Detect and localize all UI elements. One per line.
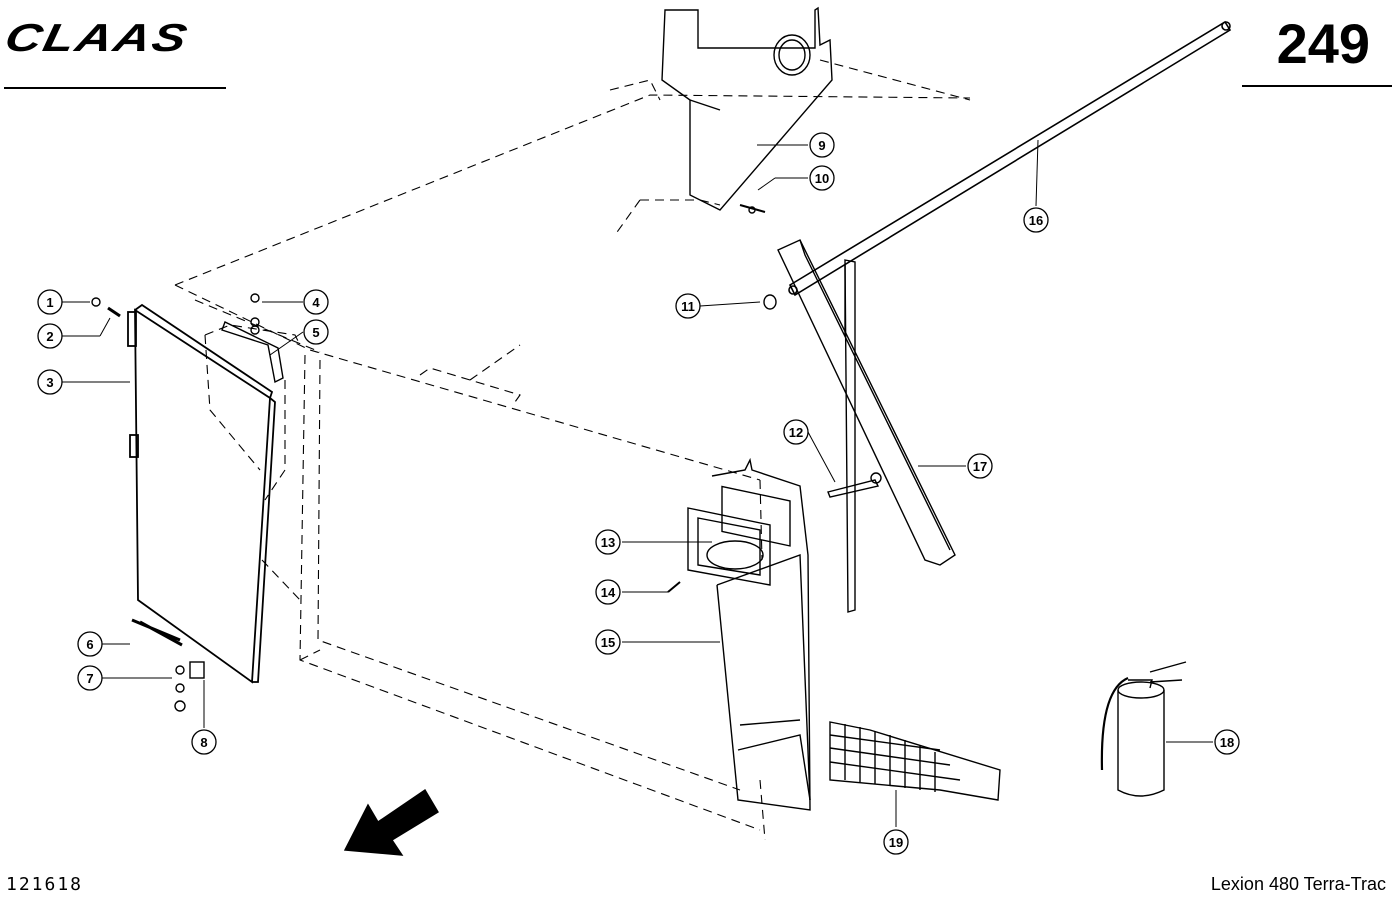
callout-5: 5 — [303, 319, 329, 345]
svg-text:18: 18 — [1220, 735, 1234, 750]
bolt-part — [250, 293, 260, 303]
svg-text:6: 6 — [86, 637, 93, 652]
svg-text:19: 19 — [889, 835, 903, 850]
callout-6: 6 — [77, 631, 103, 657]
callout-8: 8 — [191, 729, 217, 755]
svg-text:16: 16 — [1029, 213, 1043, 228]
pin-part — [107, 306, 121, 318]
bracket-part — [221, 321, 284, 384]
callout-10: 10 — [809, 165, 835, 191]
leader-lines — [62, 139, 1213, 827]
svg-text:8: 8 — [200, 735, 207, 750]
flange-part — [687, 507, 771, 586]
callout-16: 16 — [1023, 207, 1049, 233]
callout-18: 18 — [1214, 729, 1240, 755]
callout-19: 19 — [883, 829, 909, 855]
duct-part — [711, 457, 811, 811]
fire-extinguisher-part — [1100, 661, 1187, 797]
svg-text:10: 10 — [815, 171, 829, 186]
washer-part — [91, 297, 101, 307]
page-number: 249 — [1276, 12, 1370, 75]
svg-text:11: 11 — [681, 299, 695, 314]
callout-9: 9 — [809, 132, 835, 158]
clip-part — [189, 661, 205, 679]
callout-4: 4 — [303, 289, 329, 315]
svg-text:13: 13 — [601, 535, 615, 550]
svg-text:5: 5 — [312, 325, 319, 340]
callout-13: 13 — [595, 529, 621, 555]
svg-text:1: 1 — [46, 295, 53, 310]
svg-text:4: 4 — [312, 295, 320, 310]
machine-outline — [174, 59, 971, 841]
svg-text:12: 12 — [789, 425, 803, 440]
callouts: 1 2 3 4 5 6 7 8 9 10 11 12 13 14 15 16 1… — [37, 132, 1240, 855]
callout-15: 15 — [595, 629, 621, 655]
strut-part — [777, 239, 956, 613]
bulkhead-panel — [661, 6, 833, 211]
svg-text:7: 7 — [86, 671, 93, 686]
rod-part — [788, 20, 1232, 297]
callout-2: 2 — [37, 323, 63, 349]
callout-12: 12 — [783, 419, 809, 445]
model-name: Lexion 480 Terra-Trac — [1210, 874, 1386, 894]
grille-mat-part — [829, 721, 1001, 801]
arrow-down-left-icon — [343, 789, 439, 856]
drawing-number: 121618 — [6, 874, 84, 895]
svg-text:17: 17 — [973, 459, 987, 474]
callout-3: 3 — [37, 369, 63, 395]
callout-17: 17 — [967, 453, 993, 479]
door-panel — [127, 303, 276, 684]
svg-text:14: 14 — [601, 585, 616, 600]
callout-1: 1 — [37, 289, 63, 315]
callout-11: 11 — [675, 293, 701, 319]
svg-text:3: 3 — [46, 375, 53, 390]
svg-text:2: 2 — [46, 329, 53, 344]
gas-strut-part — [131, 618, 183, 647]
svg-text:15: 15 — [601, 635, 615, 650]
callout-14: 14 — [595, 579, 621, 605]
cap-part — [763, 294, 777, 310]
svg-text:9: 9 — [818, 138, 825, 153]
callout-7: 7 — [77, 665, 103, 691]
